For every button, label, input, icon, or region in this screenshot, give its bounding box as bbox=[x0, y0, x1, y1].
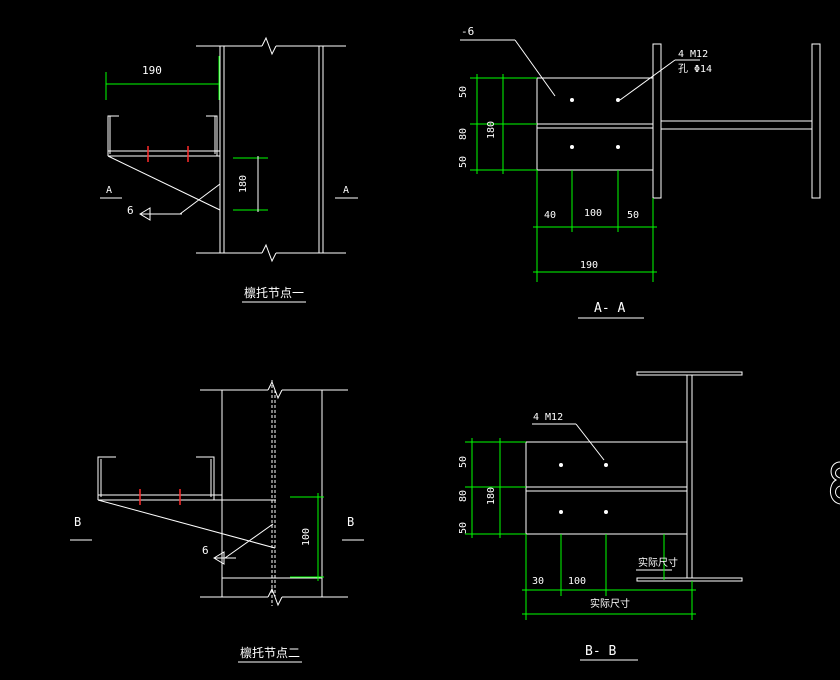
dim-total-text: 180 bbox=[486, 121, 497, 139]
detail-one: 190 180 A A 6 檩托节点一 bbox=[100, 36, 358, 303]
detail-two: 100 B B 6 檩托节点二 bbox=[70, 380, 364, 663]
dim-width-text: 190 bbox=[142, 64, 162, 77]
bolt-label: 4 M12 bbox=[678, 49, 708, 60]
dim-width-text: 190 bbox=[580, 260, 598, 271]
dim-mid-text: 80 bbox=[458, 128, 469, 140]
dim-total-text: 180 bbox=[486, 487, 497, 505]
detail-title: 檩托节点二 bbox=[240, 645, 300, 660]
plate-thickness-text: -6 bbox=[461, 25, 474, 38]
section-mark-left: B bbox=[74, 515, 81, 529]
dim-bottom-text: 50 bbox=[458, 522, 469, 534]
dim-height-text: 100 bbox=[301, 528, 312, 546]
weld-size-text: 6 bbox=[127, 204, 134, 217]
weld-size-text: 6 bbox=[202, 544, 209, 557]
dim-height-text: 180 bbox=[238, 175, 249, 193]
dim-top-text: 50 bbox=[458, 456, 469, 468]
dim-mid-text: 80 bbox=[458, 490, 469, 502]
section-title: A- A bbox=[594, 301, 625, 316]
dim-bottom-text: 50 bbox=[458, 156, 469, 168]
section-mark-left: A bbox=[106, 185, 112, 196]
dim-left-text: 30 bbox=[532, 576, 544, 587]
dim-right-text: 50 bbox=[627, 210, 639, 221]
section-mark-right: A bbox=[343, 185, 349, 196]
dim-left-text: 40 bbox=[544, 210, 556, 221]
section-bb: 4 M12 50 80 50 180 30 100 实际尺寸 实际尺寸 B- B bbox=[458, 371, 743, 661]
offscreen-fragment bbox=[830, 461, 840, 505]
section-title: B- B bbox=[585, 644, 616, 659]
hole-label: 孔 Φ14 bbox=[678, 63, 712, 75]
dim-center-text: 100 bbox=[568, 576, 586, 587]
actual-size-side-text: 实际尺寸 bbox=[638, 556, 678, 569]
bolt-label: 4 M12 bbox=[533, 412, 563, 423]
dim-top-text: 50 bbox=[458, 86, 469, 98]
detail-title: 檩托节点一 bbox=[244, 285, 304, 300]
dim-center-text: 100 bbox=[584, 208, 602, 219]
actual-size-bottom-text: 实际尺寸 bbox=[590, 597, 630, 610]
section-mark-right: B bbox=[347, 515, 354, 529]
section-aa: -6 4 M12 孔 Φ14 50 80 50 180 40 100 50 19… bbox=[458, 25, 821, 319]
